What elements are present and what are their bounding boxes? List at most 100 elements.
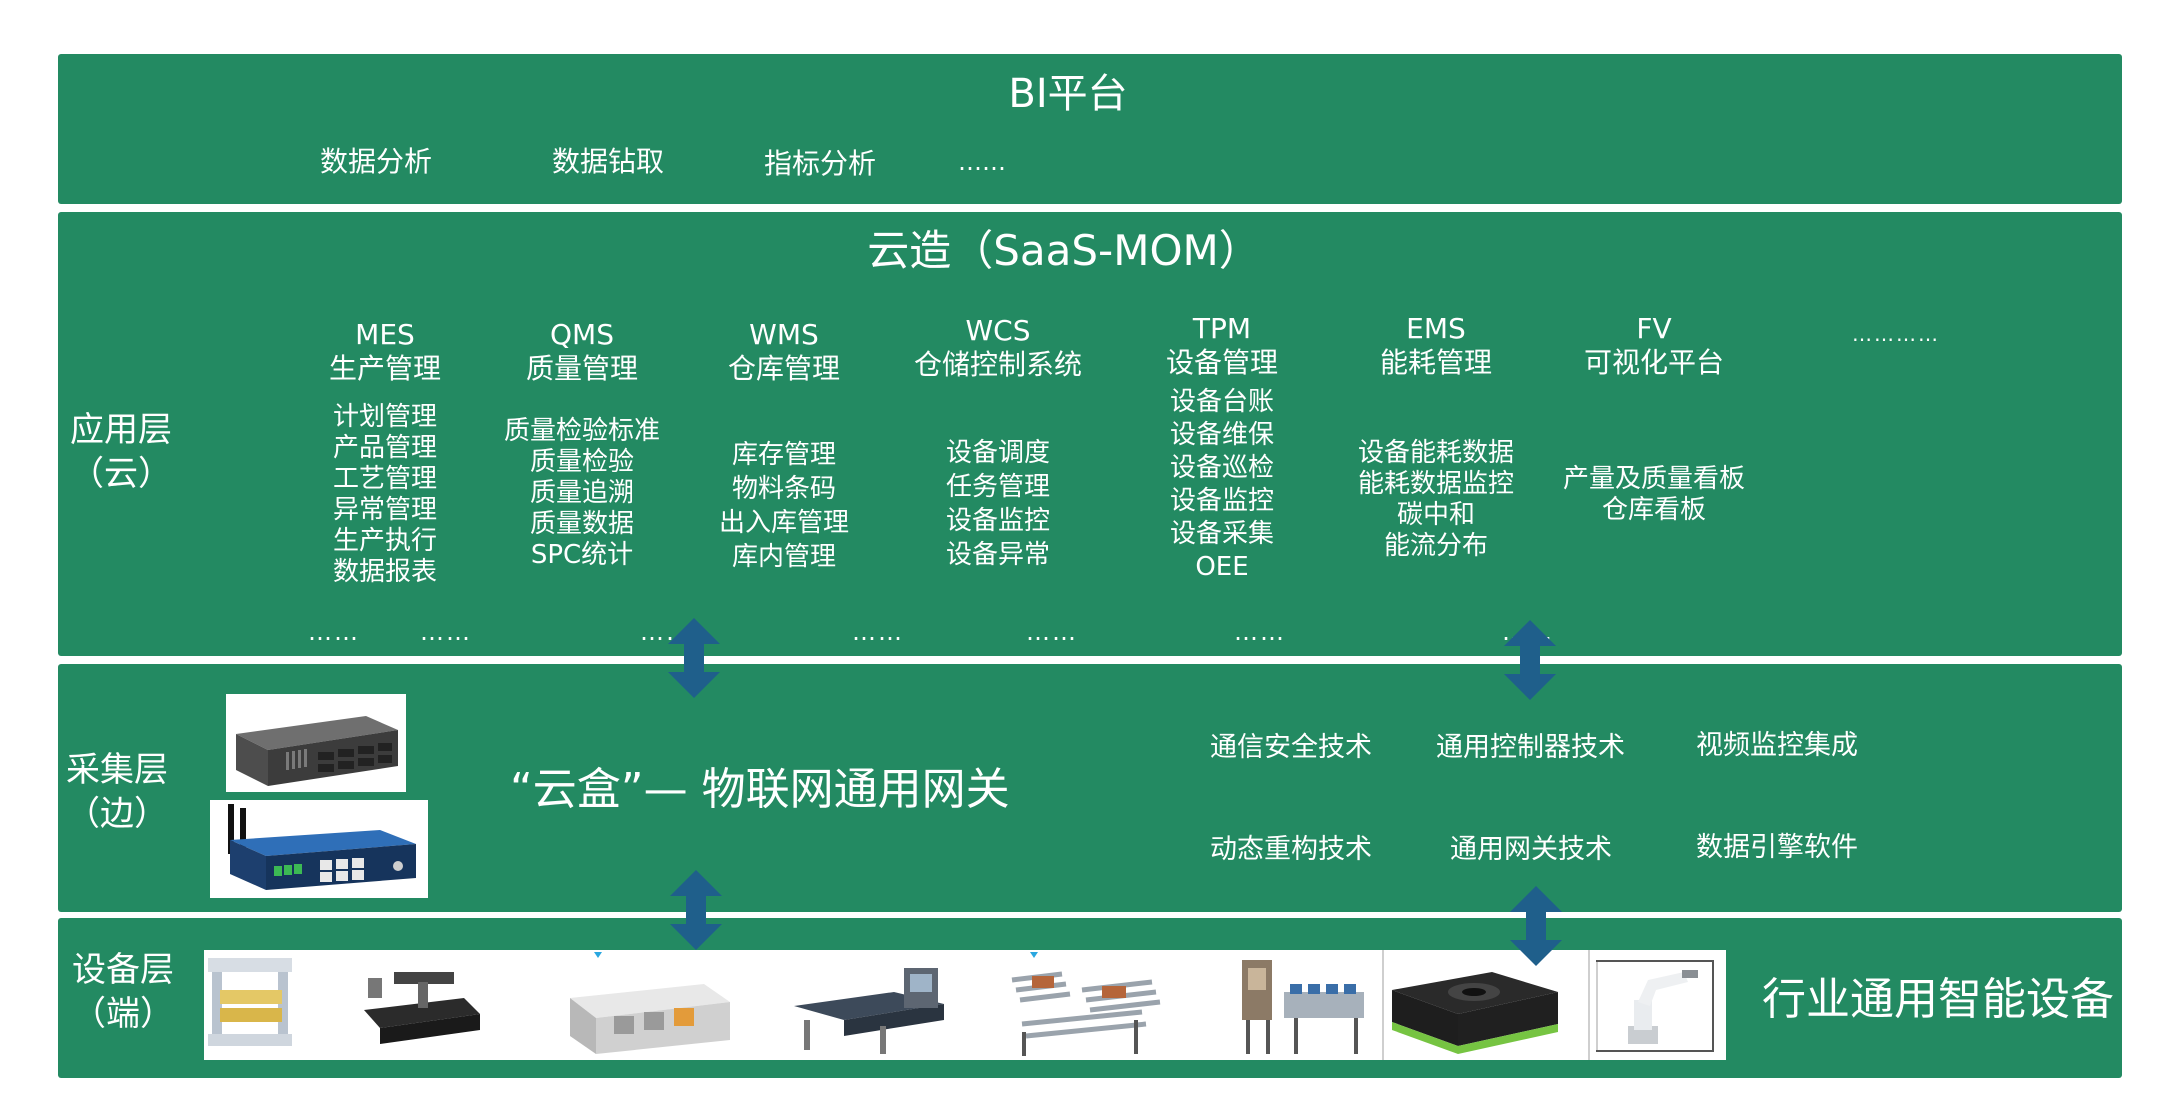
module-tpm: TPM 设备管理 设备台账 设备维保 设备巡检 设备监控 设备采集 OEE — [1166, 312, 1278, 584]
module-item: 数据报表 — [332, 557, 438, 587]
module-item: 质量追溯 — [529, 478, 635, 508]
module-ellipsis: …… — [308, 618, 360, 646]
module-item: 仓库看板 — [1601, 495, 1707, 525]
module-code: QMS — [550, 318, 614, 351]
device-layer-caption: 行业通用智能设备 — [1762, 974, 2114, 1025]
module-ellipsis: …… — [1234, 618, 1286, 646]
cnc-router-icon — [364, 972, 480, 1044]
robot-arm-icon — [1588, 950, 1714, 1060]
collection-layer-label-line2: （边） — [66, 794, 168, 834]
collection-layer-label-line1: 采集层 — [66, 750, 168, 790]
tech-video-monitoring: 视频监控集成 — [1696, 730, 1858, 761]
module-item: 物料条码 — [731, 474, 837, 504]
application-layer-label-line1: 应用层 — [70, 410, 172, 450]
module-code: WCS — [965, 314, 1031, 347]
industrial-pc-image — [226, 694, 406, 792]
module-item: 库内管理 — [731, 542, 837, 572]
module-ellipsis: …… — [420, 618, 472, 646]
module-item: 质量数据 — [529, 509, 635, 539]
module-ems: EMS 能耗管理 设备能耗数据 能耗数据监控 碳中和 能流分布 — [1358, 312, 1514, 562]
tech-comm-security: 通信安全技术 — [1210, 732, 1372, 763]
bi-item-more: …… — [958, 148, 1006, 176]
module-item: 设备能耗数据 — [1357, 438, 1515, 468]
tech-dynamic-reconfig: 动态重构技术 — [1210, 834, 1372, 865]
module-item: 设备监控 — [945, 506, 1051, 536]
module-name: 质量管理 — [525, 352, 639, 385]
bidirectional-arrow-icon — [668, 618, 720, 698]
module-name: 仓库管理 — [727, 352, 841, 385]
module-item: 出入库管理 — [718, 508, 850, 538]
module-name: 可视化平台 — [1583, 346, 1725, 379]
module-mes: MES 生产管理 计划管理 产品管理 工艺管理 异常管理 生产执行 数据报表 — [329, 318, 441, 588]
module-fv: FV 可视化平台 产量及质量看板 仓库看板 — [1563, 312, 1745, 526]
industrial-pc-icon — [236, 716, 398, 786]
module-code: EMS — [1406, 312, 1466, 345]
device-image-strip — [204, 950, 1726, 1060]
collection-layer-label: 采集层 （边） — [66, 748, 168, 836]
module-item: 设备台账 — [1169, 387, 1275, 417]
module-name: 仓储控制系统 — [913, 348, 1083, 381]
device-layer-label-line2: （端） — [72, 994, 174, 1034]
module-item: 计划管理 — [332, 402, 438, 432]
module-wms: WMS 仓库管理 库存管理 物料条码 出入库管理 库内管理 — [719, 318, 849, 574]
press-machine-icon — [208, 958, 292, 1046]
module-name: 设备管理 — [1165, 346, 1279, 379]
module-item: 设备监控 — [1169, 486, 1275, 516]
bi-item-data-drill: 数据钻取 — [552, 145, 665, 178]
module-ellipsis: …… — [852, 618, 904, 646]
drilling-center-icon — [794, 968, 944, 1054]
tech-data-engine: 数据引擎软件 — [1696, 832, 1858, 863]
module-code: MES — [355, 318, 415, 351]
tech-general-gateway: 通用网关技术 — [1450, 834, 1612, 865]
module-item: 任务管理 — [945, 472, 1051, 502]
tech-general-controller: 通用控制器技术 — [1436, 732, 1625, 763]
bi-item-indicator-analysis: 指标分析 — [764, 147, 877, 180]
bi-platform-title: BI平台 — [1008, 71, 1128, 117]
roller-conveyor-icon — [1011, 952, 1161, 1056]
module-item: 设备巡检 — [1169, 453, 1275, 483]
module-item: 能流分布 — [1383, 531, 1489, 561]
module-item: 质量检验标准 — [503, 416, 661, 446]
module-item: 设备调度 — [945, 438, 1051, 468]
module-wcs: WCS 仓储控制系统 设备调度 任务管理 设备监控 设备异常 — [914, 314, 1082, 572]
module-item: 设备异常 — [945, 540, 1051, 570]
module-code: FV — [1636, 312, 1672, 345]
module-item: 能耗数据监控 — [1357, 469, 1515, 499]
module-item: 库存管理 — [731, 440, 837, 470]
modules-more: ………… — [1852, 322, 1940, 346]
module-code: TPM — [1192, 312, 1252, 345]
module-item: 设备维保 — [1169, 420, 1275, 450]
module-item: OEE — [1195, 552, 1249, 582]
bi-platform-band — [58, 54, 2122, 204]
packing-line-icon — [1242, 960, 1364, 1054]
module-item: 异常管理 — [332, 495, 438, 525]
module-item: 质量检验 — [529, 447, 635, 477]
iot-router-icon — [228, 804, 416, 890]
device-layer-label: 设备层 （端） — [72, 948, 174, 1036]
saas-mom-title: 云造（SaaS-MOM） — [867, 226, 1261, 275]
edge-banding-machine-icon — [570, 952, 730, 1054]
application-layer-band — [58, 212, 2122, 656]
gateway-text: “云盒”— 物联网通用网关 — [510, 764, 1010, 815]
module-name: 能耗管理 — [1379, 346, 1493, 379]
bi-item-data-analysis: 数据分析 — [320, 145, 433, 178]
module-item: SPC统计 — [530, 540, 634, 570]
module-code: WMS — [749, 318, 819, 351]
module-item: 设备采集 — [1169, 519, 1275, 549]
module-item: 产量及质量看板 — [1562, 464, 1746, 494]
module-item: 生产执行 — [332, 526, 438, 556]
agv-robot-icon — [1382, 950, 1558, 1060]
module-name: 生产管理 — [328, 352, 442, 385]
device-layer-label-line1: 设备层 — [72, 950, 174, 990]
module-item: 工艺管理 — [332, 464, 438, 494]
module-item: 产品管理 — [332, 433, 438, 463]
bidirectional-arrow-icon — [1510, 886, 1562, 966]
bidirectional-arrow-icon — [670, 870, 722, 950]
application-layer-label-line2: （云） — [70, 454, 172, 494]
module-qms: QMS 质量管理 质量检验标准 质量检验 质量追溯 质量数据 SPC统计 — [504, 318, 660, 571]
iot-router-image — [210, 800, 428, 898]
module-ellipsis: …… — [1026, 618, 1078, 646]
module-item: 碳中和 — [1396, 500, 1476, 530]
bidirectional-arrow-icon — [1504, 620, 1556, 700]
